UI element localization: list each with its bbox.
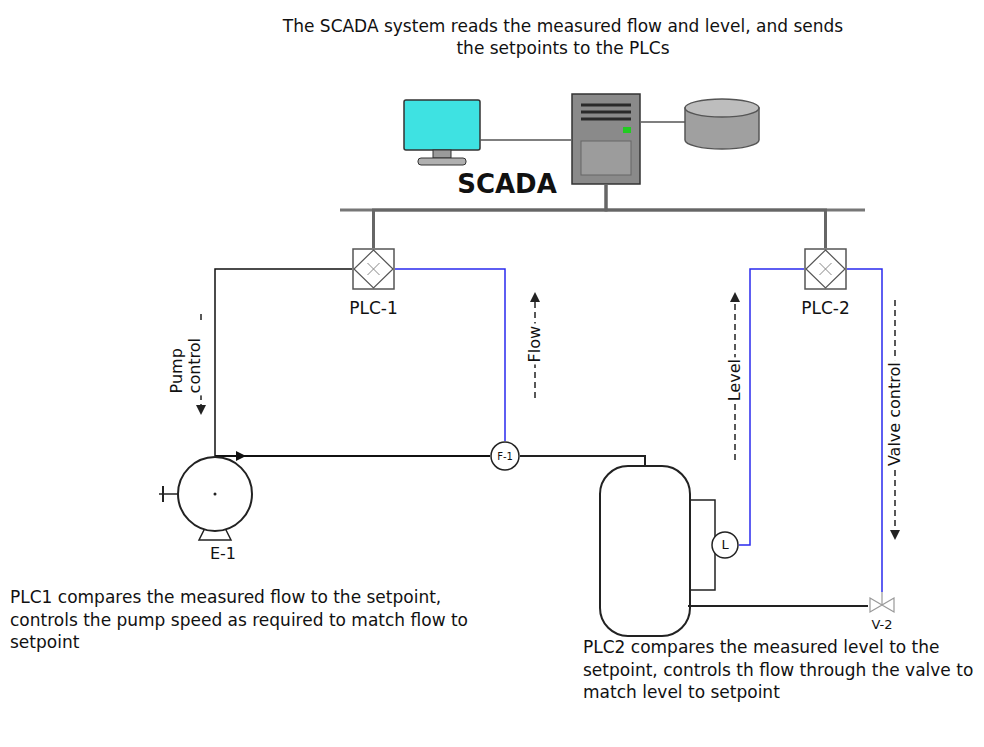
level-meter: L [711, 531, 739, 559]
plc-symbol-outline [352, 248, 395, 290]
signal-line [215, 269, 352, 456]
network-link [641, 121, 685, 123]
node-label: PLC-1 [349, 297, 398, 319]
scada-server: SCADA [571, 93, 641, 185]
signal-label: Flow [526, 324, 544, 365]
control-valve-outline [868, 592, 896, 618]
outlet-pipe [688, 605, 868, 607]
database-disk [685, 99, 759, 149]
operator-monitor [404, 100, 480, 150]
signal-label: Valve control [886, 360, 904, 468]
node-label: The SCADA system reads the measured flow… [273, 15, 853, 59]
signal-label: Level [726, 357, 744, 403]
node-label: E-1 [210, 544, 236, 565]
plc-symbol-outline [804, 248, 847, 290]
plc-symbol: PLC-2 [804, 248, 847, 290]
signal-line [606, 185, 826, 248]
pump-symbol: E-1 [177, 456, 253, 532]
flow-meter: F-1 [490, 441, 520, 471]
signal-direction-arrow [730, 292, 740, 302]
operator-monitor [404, 100, 480, 165]
signal-label: Pump control [168, 321, 205, 395]
note-text: PLC2 compares the measured level to the … [583, 636, 978, 704]
signal-line [215, 455, 490, 457]
signal-line [739, 269, 804, 545]
signal-direction-arrow [890, 530, 900, 540]
node-label: SCADA [457, 168, 557, 202]
pump-symbol-outline [177, 456, 253, 532]
operator-monitor [418, 158, 466, 165]
signal-line [395, 269, 505, 441]
signal-direction-arrow [196, 292, 900, 540]
node-label: PLC-2 [801, 297, 850, 319]
node-label: L [721, 537, 728, 554]
scada-panel: SCADAPLC-1PLC-2The SCADA system reads th… [0, 0, 980, 352]
database-disk [685, 99, 759, 117]
storage-tank [600, 466, 690, 636]
node-label: V-2 [871, 617, 892, 634]
signal-line [847, 269, 882, 592]
note-text: PLC1 compares the measured flow to the s… [10, 586, 485, 654]
control-valve: V-2 [868, 592, 896, 618]
network-link [480, 139, 571, 141]
signal-direction-arrow [530, 292, 540, 302]
signal-direction-arrow [196, 405, 206, 415]
scada-server-outline [571, 93, 641, 185]
operator-monitor [433, 150, 451, 158]
plc-symbol: PLC-1 [352, 248, 395, 290]
node-label: F-1 [497, 450, 513, 463]
